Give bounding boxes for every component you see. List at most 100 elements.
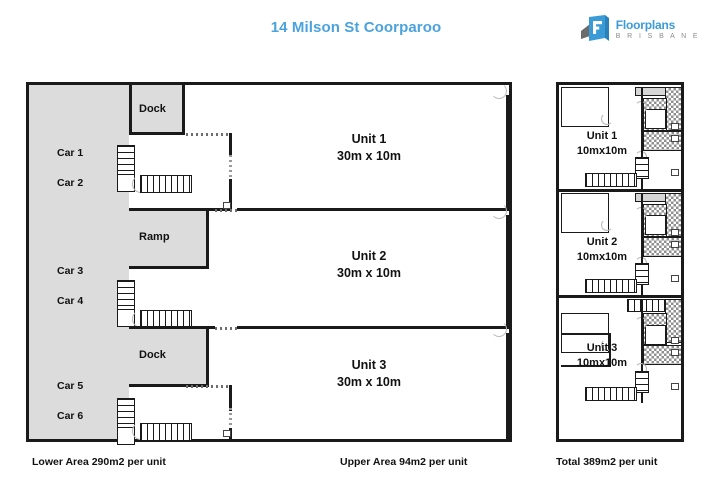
unit-3-wall-right: [506, 333, 509, 439]
unit-3-stair-upper: [117, 398, 135, 428]
upper-3-door-a-icon: [601, 339, 613, 351]
upper-1-fixture-c: [671, 169, 679, 176]
upper-divider-1: [559, 189, 681, 192]
ramp-wall-right: [206, 211, 209, 269]
upper-1-wall-v: [641, 87, 643, 151]
unit-1-name: Unit 1: [351, 132, 387, 146]
carpark-label-3: Car 3: [57, 265, 84, 277]
upper-2-tile-right: [665, 193, 682, 237]
upper-1-fixture-a: [671, 123, 679, 130]
unit-1-dimensions: 30m x 10m: [337, 148, 401, 163]
unit-3-entry-door-icon: [491, 321, 507, 337]
upper-1-door-a-icon: [601, 113, 613, 125]
upper-2-fixture-a: [671, 229, 679, 236]
unit-3-dimensions: 30m x 10m: [337, 374, 401, 389]
divider-2-left: [129, 326, 215, 329]
unit-1-stair-upper: [117, 145, 135, 175]
unit-1-office-opening: [186, 133, 232, 136]
upper-3-wall-inner-h2: [561, 365, 611, 367]
logo-name-primary: Floorplans: [615, 17, 676, 32]
upper-3-wall-inner-h: [561, 333, 611, 335]
logo-wordmark: Floorplans B R I S B A N E: [616, 19, 700, 40]
carpark-label-1: Car 1: [57, 147, 84, 159]
upper-3-fixture-c: [671, 383, 679, 390]
carpark-label-2: Car 2: [57, 177, 84, 189]
floorplan-f-logo-icon: [580, 15, 609, 41]
unit-3-stair-lower: [140, 423, 192, 441]
unit-1-office-wall-top-right: [229, 133, 232, 157]
unit-3-office-door-opening: [229, 408, 232, 430]
unit-1-stair-lower: [140, 175, 192, 193]
unit-2-wall-right: [506, 215, 509, 327]
upper-unit-2-name: Unit 2: [586, 236, 618, 248]
upper-2-stair-v: [635, 263, 649, 285]
upper-1-stair-h: [585, 173, 637, 187]
upper-3-fixture-b: [671, 349, 679, 356]
upper-3-wall-inner: [609, 333, 611, 367]
brand-logo: Floorplans B R I S B A N E: [578, 12, 700, 46]
carpark-label-6: Car 6: [57, 410, 84, 422]
dock-1-wall-bottom: [129, 132, 185, 135]
unit-1-label: Unit 1 30m x 10m: [289, 131, 449, 165]
unit-3-office-wall-top-right: [229, 385, 232, 411]
dock-2-wall-right: [206, 329, 209, 387]
dock-2-label: Dock: [139, 349, 166, 361]
dock-2-fill: [129, 329, 209, 385]
dock-1-wall-right: [182, 85, 185, 135]
unit-3-fixture: [223, 430, 231, 437]
divider-1-right: [237, 208, 509, 211]
upper-floor-plan: Unit 1 10mx10m Unit 2 10mx10m: [556, 82, 684, 442]
carpark-area-fill: [29, 85, 129, 439]
unit-1-entry-door-icon: [491, 83, 507, 99]
upper-3-fixture-box: [645, 325, 666, 345]
carpark-label-5: Car 5: [57, 380, 84, 392]
upper-2-fixture-box: [645, 215, 666, 235]
unit-3-office-opening: [186, 385, 232, 388]
unit-3-label: Unit 3 30m x 10m: [289, 357, 449, 391]
upper-unit-3-dimensions: 10mx10m: [576, 356, 628, 369]
upper-2-fixture-b: [671, 241, 679, 248]
unit-1-office-door-opening: [229, 155, 232, 181]
carpark-label-4: Car 4: [57, 295, 84, 307]
unit-2-stair-lower: [140, 310, 192, 328]
dock-1-label: Dock: [139, 103, 166, 115]
footer-lower-area: Lower Area 290m2 per unit: [32, 456, 166, 468]
upper-unit-3-name: Unit 3: [586, 342, 618, 354]
ramp-fill: [129, 211, 209, 267]
upper-1-stair-v: [635, 157, 649, 179]
upper-3-stair-top: [627, 299, 675, 312]
upper-2-door-a-icon: [601, 219, 613, 231]
unit-2-entry-door-icon: [491, 203, 507, 219]
upper-divider-2: [559, 295, 681, 298]
upper-unit-2-label: Unit 2 10mx10m: [565, 235, 639, 265]
ramp-wall-bottom: [129, 266, 209, 269]
ramp-label: Ramp: [139, 231, 170, 243]
unit-2-label: Unit 2 30m x 10m: [289, 248, 449, 282]
footer-total-area: Total 389m2 per unit: [556, 456, 658, 468]
upper-3-stair-h: [585, 387, 637, 401]
page-title: 14 Milson St Coorparoo: [270, 19, 442, 36]
upper-1-fixture-box: [645, 109, 666, 129]
unit-2-dimensions: 30m x 10m: [337, 265, 401, 280]
divider-1-left: [129, 208, 215, 211]
dock-1-wall-left: [129, 85, 132, 135]
divider-2-right: [237, 326, 509, 329]
upper-unit-1-name: Unit 1: [586, 130, 618, 142]
unit-2-name: Unit 2: [351, 249, 387, 263]
divider-1-opening: [215, 209, 239, 212]
dock-1-fill: [129, 85, 185, 133]
upper-3-fixture-a: [671, 337, 679, 344]
upper-3-door-c-icon: [635, 363, 647, 375]
upper-1-fixture-b: [671, 135, 679, 142]
upper-3-stair-v: [635, 371, 649, 393]
upper-unit-1-label: Unit 1 10mx10m: [565, 129, 639, 159]
footer-upper-area: Upper Area 94m2 per unit: [340, 456, 468, 468]
upper-2-fixture-c: [671, 275, 679, 282]
dock-2-wall-bottom: [129, 384, 209, 387]
upper-2-wall-v: [641, 193, 643, 257]
divider-2-opening: [215, 327, 239, 330]
upper-2-stair-h: [585, 279, 637, 293]
lower-floor-plan: Dock Unit 1 30m x 10m Ramp: [26, 82, 512, 445]
unit-3-name: Unit 3: [351, 358, 387, 372]
